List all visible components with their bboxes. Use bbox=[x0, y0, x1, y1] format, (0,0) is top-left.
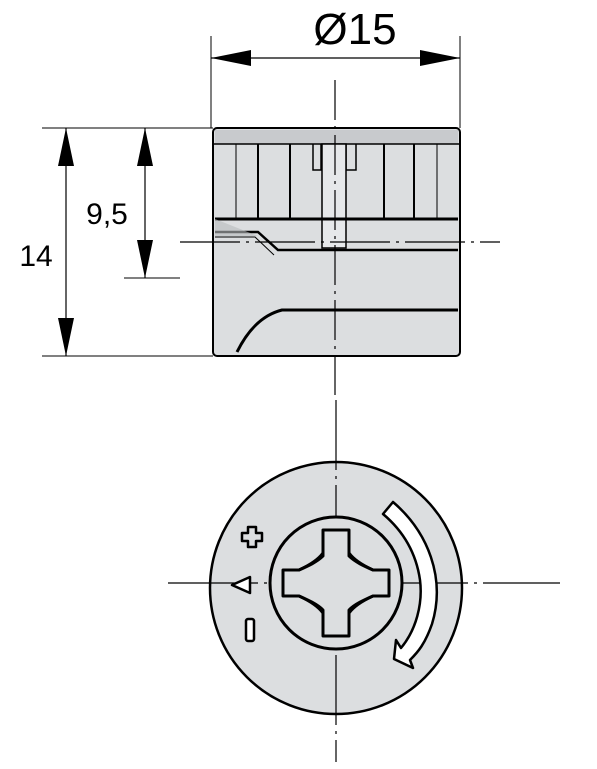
curved-rotation-arrow-icon bbox=[381, 500, 438, 670]
top-view bbox=[168, 400, 560, 762]
height-partial-label: 9,5 bbox=[86, 198, 128, 231]
cam-ribs bbox=[235, 144, 438, 218]
dimension-height-partial: 9,5 bbox=[86, 128, 180, 279]
height-total-label: 14 bbox=[19, 240, 52, 273]
side-view bbox=[180, 80, 500, 400]
dimension-height-total: 14 bbox=[19, 127, 213, 357]
cam-top-band bbox=[215, 130, 458, 144]
lock-plus-icon bbox=[240, 525, 264, 549]
dimension-diameter: Ø15 bbox=[210, 5, 461, 128]
cam-lower-curve bbox=[235, 308, 458, 353]
diameter-label: Ø15 bbox=[313, 5, 396, 54]
unlock-bar-icon bbox=[244, 617, 256, 643]
triangle-pointer-icon bbox=[230, 575, 252, 595]
